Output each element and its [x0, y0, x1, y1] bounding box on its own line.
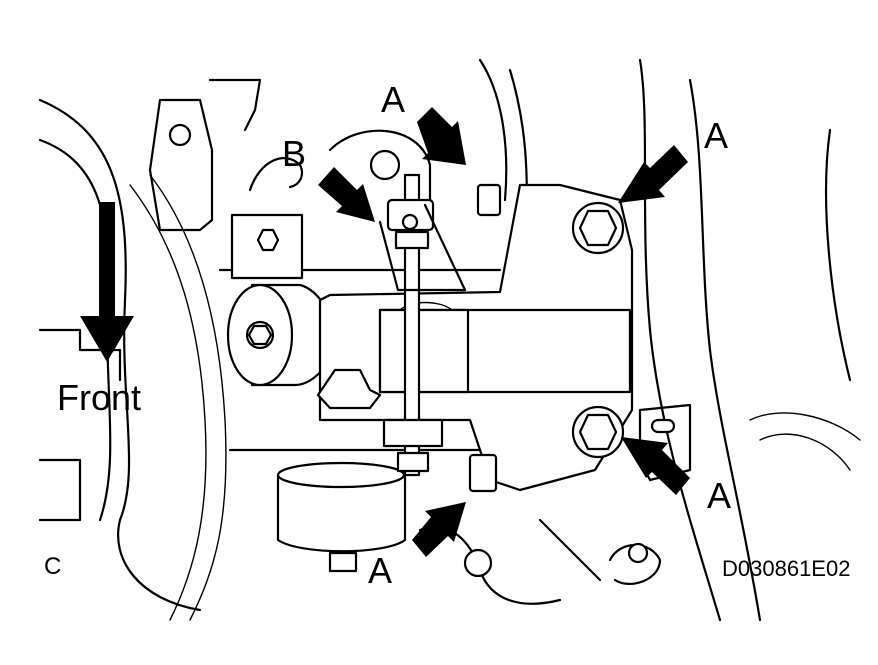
callout-a-top: A — [381, 79, 406, 120]
background-structure — [38, 58, 861, 622]
mount-bolts — [468, 183, 625, 493]
arrow-b-icon — [318, 167, 375, 222]
corner-label: C — [44, 553, 62, 580]
mount-bracket — [316, 183, 634, 492]
lower-damper — [276, 461, 407, 573]
arrow-a-right-top-icon — [618, 145, 688, 203]
arrow-a-top-icon — [417, 107, 466, 165]
left-bracket — [230, 213, 304, 280]
callout-a-right-bottom: A — [707, 475, 732, 516]
callout-a-right-top: A — [704, 115, 729, 156]
callout-b: B — [282, 133, 307, 174]
rubber-mount — [226, 283, 337, 387]
front-direction-arrow-icon — [80, 202, 134, 362]
front-direction-label: Front — [57, 377, 142, 418]
callout-arrows — [80, 107, 690, 557]
arrow-a-bottom-icon — [412, 502, 466, 557]
arrow-a-right-bottom-icon — [621, 437, 690, 495]
figure-id: D030861E02 — [722, 556, 851, 581]
through-bolt — [378, 173, 467, 477]
callout-a-bottom: A — [368, 550, 393, 591]
